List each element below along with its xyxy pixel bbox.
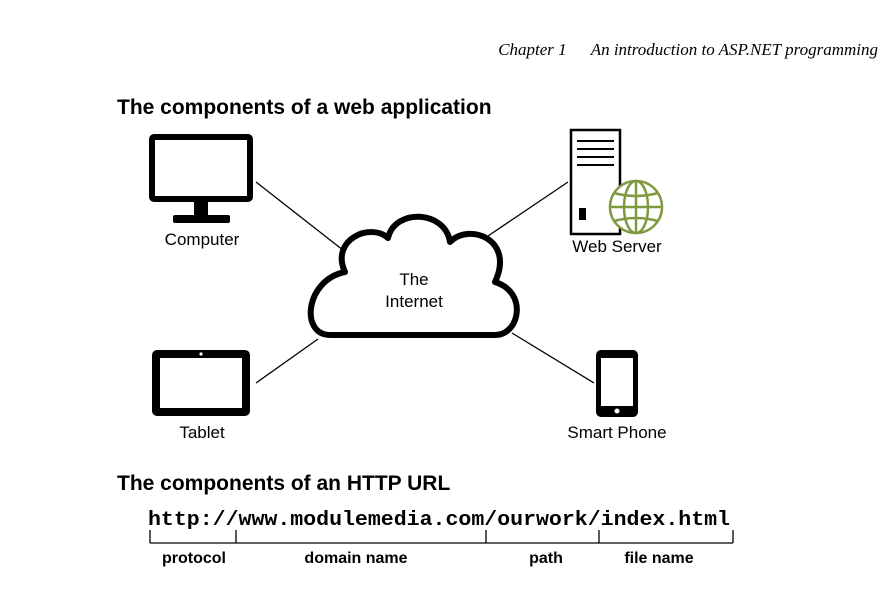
connector-tablet (255, 338, 319, 384)
computer-label: Computer (165, 230, 240, 249)
cloud-label-line2: Internet (385, 292, 443, 311)
smart-phone-label: Smart Phone (567, 423, 666, 442)
url-part-file-name: file name (624, 550, 693, 567)
tablet-icon (152, 350, 250, 416)
web-server-label: Web Server (572, 237, 662, 256)
chapter-number: Chapter 1 (498, 40, 567, 59)
connector-smart-phone (511, 332, 595, 384)
cloud-label-line1: The (399, 270, 428, 289)
url-brackets (149, 530, 734, 544)
tablet-label: Tablet (179, 423, 225, 442)
connector-computer (255, 181, 349, 255)
http-url-heading: The components of an HTTP URL (117, 472, 451, 495)
url-part-path: path (529, 550, 563, 567)
cloud-icon (307, 213, 520, 338)
connector-web-server (487, 181, 569, 237)
chapter-title: An introduction to ASP.NET programming (590, 40, 878, 59)
chapter-header: Chapter 1 An introduction to ASP.NET prog… (498, 40, 878, 60)
web-application-heading: The components of a web application (117, 96, 492, 119)
url-part-domain-name: domain name (304, 550, 407, 567)
globe-icon (608, 179, 664, 235)
url-part-protocol: protocol (162, 550, 226, 567)
url-text: http://www.modulemedia.com/ourwork/index… (148, 509, 730, 532)
connector-lines (255, 181, 595, 384)
smart-phone-icon (596, 350, 638, 417)
computer-icon (149, 134, 253, 223)
